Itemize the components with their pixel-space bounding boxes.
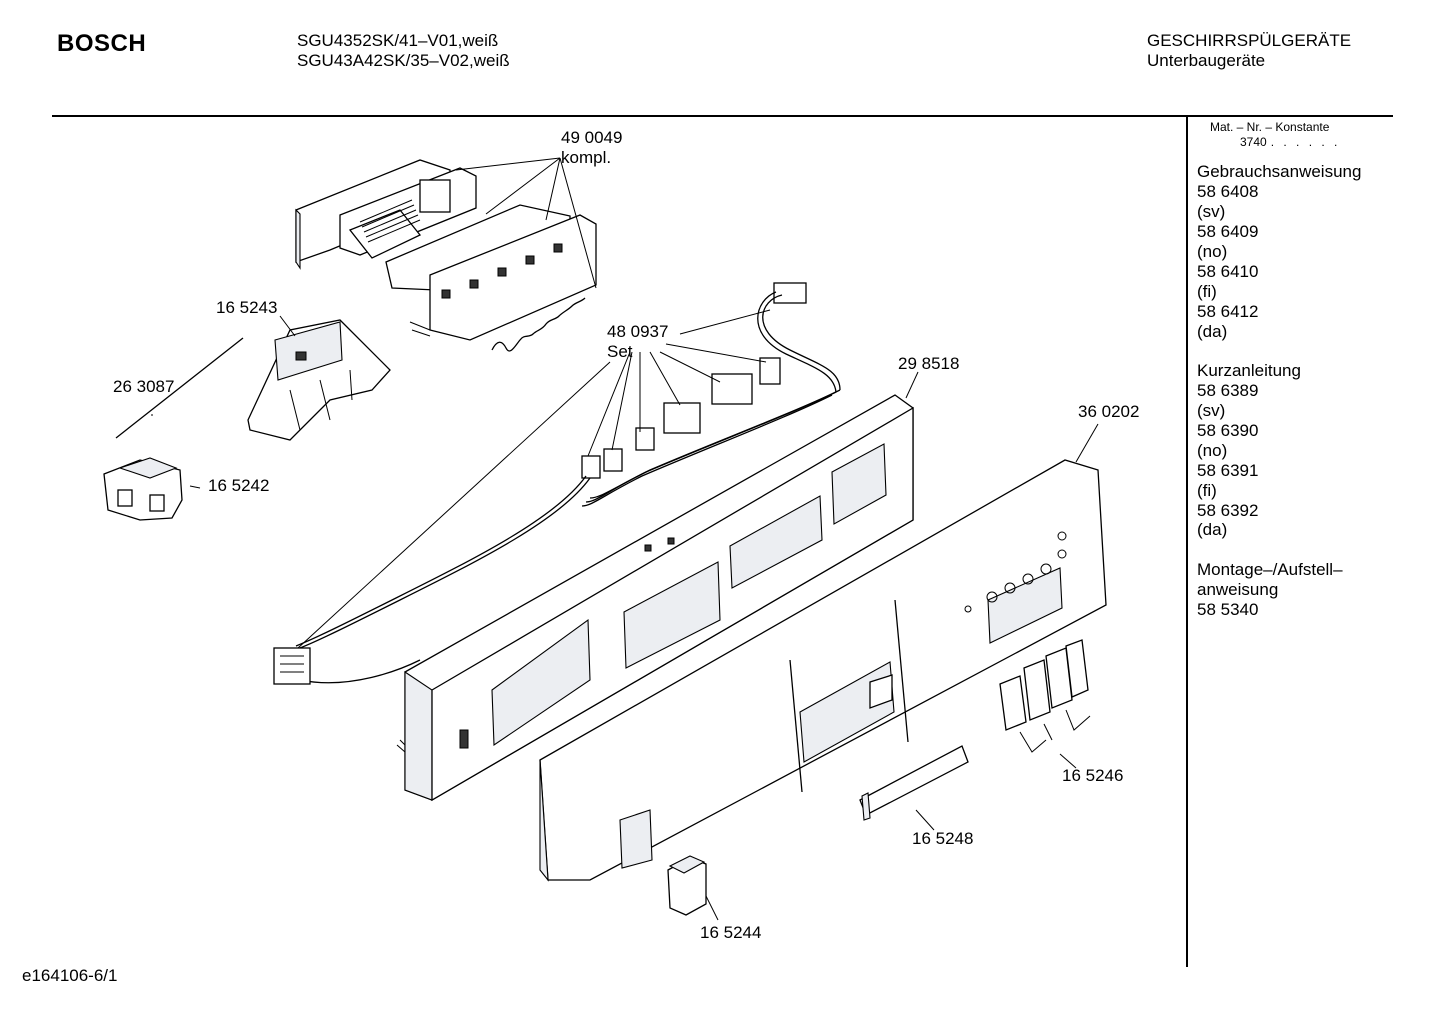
doc-line: anweisung <box>1197 580 1279 599</box>
exploded-parts-drawing <box>103 157 1107 921</box>
leader-lines <box>151 157 1099 921</box>
doc-line: (sv) <box>1197 202 1226 221</box>
doc-line: 58 6410 <box>1197 262 1259 281</box>
part-note-480937: Set <box>607 342 633 361</box>
constant-dots: . . . . . . <box>1270 135 1341 149</box>
main-switch <box>103 457 183 521</box>
part-note-490049: kompl. <box>561 148 612 167</box>
doc-line: 58 5340 <box>1197 600 1259 619</box>
push-rod <box>115 337 244 439</box>
doc-line: 58 6389 <box>1197 381 1259 400</box>
category-subtitle: Unterbaugeräte <box>1147 51 1266 70</box>
doc-line: Montage–/Aufstell– <box>1197 560 1343 579</box>
doc-line: 58 6390 <box>1197 421 1259 440</box>
part-label-165242: 16 5242 <box>208 476 270 495</box>
part-label-165248: 16 5248 <box>912 829 974 848</box>
drawing-code: e164106-6/1 <box>22 966 118 985</box>
doc-line: (da) <box>1197 520 1228 539</box>
part-label-263087: 26 3087 <box>113 377 175 396</box>
constant-number: 3740 <box>1240 135 1267 149</box>
doc-line: Gebrauchsanweisung <box>1197 162 1362 181</box>
part-label-165244: 16 5244 <box>700 923 762 942</box>
trim-strip <box>859 745 969 821</box>
wiring-harness-set <box>273 282 841 685</box>
doc-line: Kurzanleitung <box>1197 361 1301 380</box>
model-line-1: SGU4352SK/41–V01,weiß <box>297 31 499 50</box>
doc-line: (no) <box>1197 242 1228 261</box>
model-line-2: SGU43A42SK/35–V02,weiß <box>297 51 510 70</box>
part-label-165243: 16 5243 <box>216 298 278 317</box>
part-label-298518: 29 8518 <box>898 354 960 373</box>
doc-line: 58 6408 <box>1197 182 1259 201</box>
sidebar-divider <box>1186 117 1188 967</box>
part-label-490049: 49 0049 <box>561 128 623 147</box>
matnr-label: Mat. – Nr. – Konstante <box>1210 120 1330 134</box>
doc-line: (fi) <box>1197 282 1217 301</box>
part-label-165246: 16 5246 <box>1062 766 1124 785</box>
control-panel-frame <box>396 394 914 802</box>
doc-line: (sv) <box>1197 401 1226 420</box>
category-title: GESCHIRRSPÜLGERÄTE <box>1147 31 1352 50</box>
doc-line: (no) <box>1197 441 1228 460</box>
part-label-360202: 36 0202 <box>1078 402 1140 421</box>
door-handle-cap <box>667 855 707 916</box>
front-fascia-panel <box>539 459 1107 882</box>
doc-line: 58 6409 <box>1197 222 1259 241</box>
part-label-480937: 48 0937 <box>607 322 669 341</box>
switch-bracket <box>247 319 391 441</box>
constant-value: 3740. . . . . . <box>1240 135 1340 149</box>
push-button-set <box>999 639 1091 753</box>
brand-logo: BOSCH <box>57 30 147 57</box>
header-divider <box>52 115 1393 117</box>
doc-line: (da) <box>1197 322 1228 341</box>
doc-line: 58 6391 <box>1197 461 1259 480</box>
doc-line: 58 6392 <box>1197 501 1259 520</box>
doc-line: 58 6412 <box>1197 302 1259 321</box>
doc-line: (fi) <box>1197 481 1217 500</box>
control-module-assembly <box>295 159 597 352</box>
